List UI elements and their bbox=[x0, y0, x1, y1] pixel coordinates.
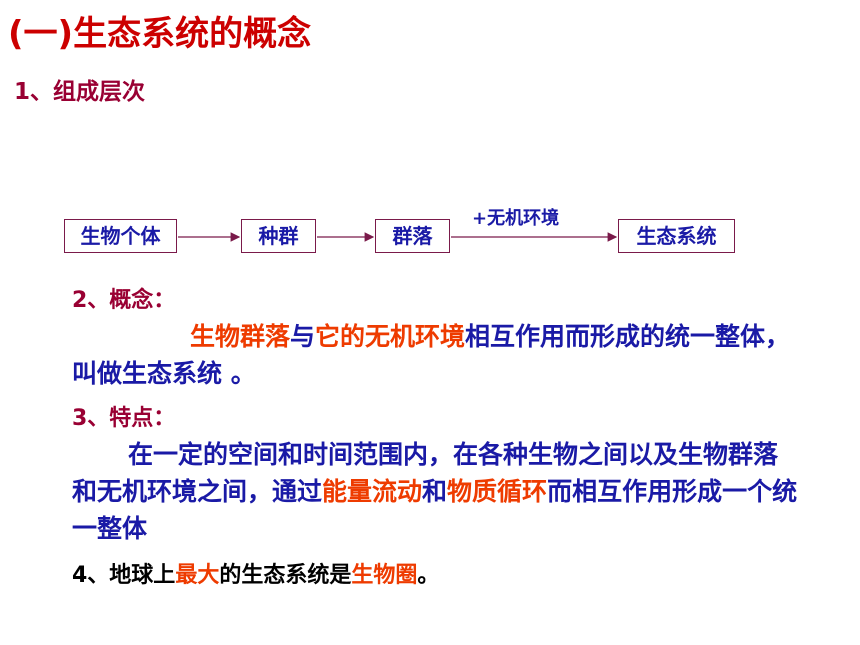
features-text-3: 而相互作用形成一个统一整体 bbox=[72, 477, 798, 543]
biosphere-text-1: 4、地球上 bbox=[72, 563, 176, 588]
highlight-energy-flow: 能量流动 bbox=[322, 477, 423, 506]
highlight-largest: 最大 bbox=[175, 563, 220, 588]
flow-box-population: 种群 bbox=[241, 219, 316, 253]
biosphere-text-2: 的生态系统是 bbox=[219, 563, 352, 588]
biosphere-line: 4、地球上最大的生态系统是生物圈。 bbox=[72, 557, 439, 589]
section-heading-concept: 2、概念： bbox=[72, 288, 176, 313]
features-paragraph: 在一定的空间和时间范围内，在各种生物之间以及生物群落和无机环境之间，通过能量流动… bbox=[72, 436, 802, 547]
features-text-1: 在一定的空间和时间范围内，在各种生物之间以及生物群落和无机环境之间，通过 bbox=[72, 440, 779, 506]
highlight-material-cycle: 物质循环 bbox=[447, 477, 548, 506]
biosphere-period: 。 bbox=[417, 563, 440, 588]
page-title: (一)生态系统的概念 bbox=[8, 14, 312, 54]
highlight-abiotic-environment: 它的无机环境 bbox=[315, 322, 466, 351]
concept-paragraph: 生物群落与它的无机环境相互作用而形成的统一整体，叫做生态系统 。 bbox=[72, 318, 802, 392]
flow-box-ecosystem: 生态系统 bbox=[618, 219, 735, 253]
arrow-label-abiotic: +无机环境 bbox=[472, 208, 560, 229]
section-heading-composition: 1、组成层次 bbox=[14, 79, 146, 105]
highlight-biosphere: 生物圈 bbox=[351, 563, 418, 588]
concept-text: 相互作用而形成的统一整体，叫做生态系统 。 bbox=[72, 322, 791, 388]
section-heading-features: 3、特点： bbox=[72, 406, 176, 431]
features-text-2: 和 bbox=[422, 477, 448, 506]
text-and: 与 bbox=[290, 322, 316, 351]
flow-box-community: 群落 bbox=[375, 219, 450, 253]
flow-box-individual: 生物个体 bbox=[64, 219, 177, 253]
highlight-community: 生物群落 bbox=[190, 322, 291, 351]
